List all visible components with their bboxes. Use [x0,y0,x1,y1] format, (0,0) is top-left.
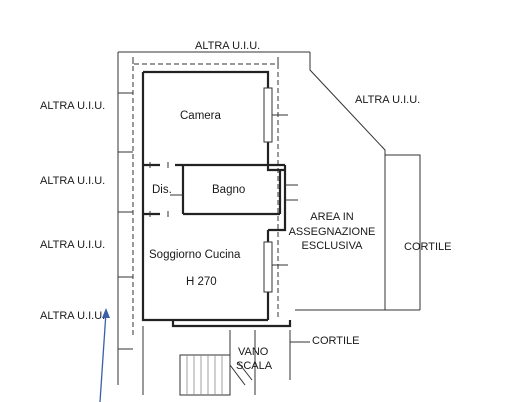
label-scala: SCALA [236,360,273,372]
room-dis: Dis. [152,184,172,196]
apartment-walls [141,70,287,322]
label-vano: VANO [238,346,269,358]
label-altra-left-2: ALTRA U.I.U. [40,175,106,187]
neighbour-lines-top [118,51,421,311]
window-marks [263,87,298,293]
label-altra-top: ALTRA U.I.U. [195,40,261,52]
room-camera: Camera [180,110,221,122]
label-altra-right: ALTRA U.I.U. [355,94,421,106]
label-altra-left-4: ALTRA U.I.U. [40,310,106,322]
area-label-line-1: AREA IN [310,211,354,223]
label-altra-left-1: ALTRA U.I.U. [40,100,106,112]
room-height: H 270 [186,276,217,288]
stairs [179,354,253,396]
north-arrow [99,308,110,402]
label-cortile-right: CORTILE [404,241,452,253]
room-bagno: Bagno [212,184,246,196]
lower-structure [142,320,310,395]
label-cortile-bottom: CORTILE [312,335,360,347]
door-marks [149,162,183,217]
label-altra-left-3: ALTRA U.I.U. [40,239,106,251]
neighbour-lines-left [117,52,133,385]
unit-boundary [132,63,279,335]
area-label-line-2: ASSEGNAZIONE [288,226,376,238]
room-soggiorno-cucina: Soggiorno Cucina [149,249,241,261]
area-label-line-3: ESCLUSIVA [301,240,363,252]
